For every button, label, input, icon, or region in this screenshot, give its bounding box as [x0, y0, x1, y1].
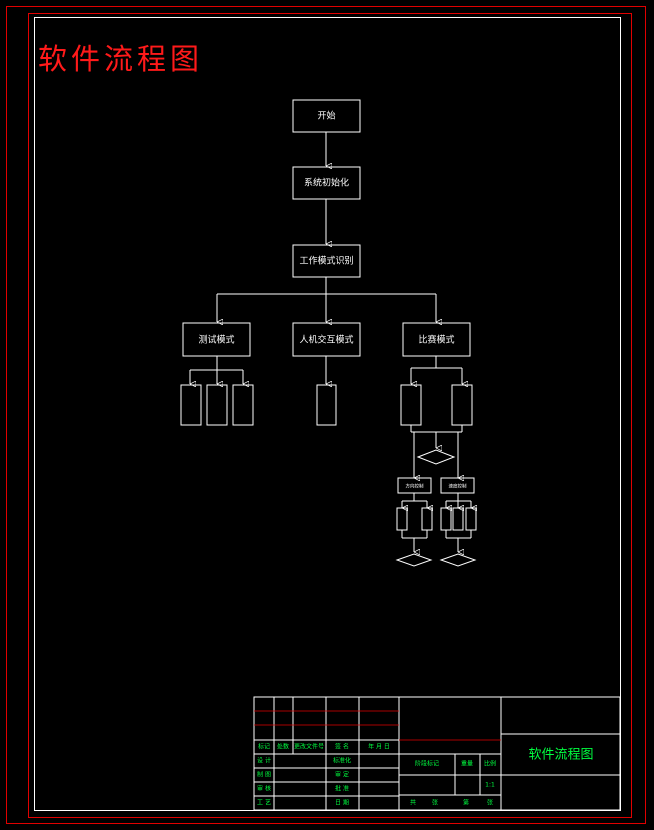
tb-header-sign: 签 名	[335, 743, 349, 751]
node-dir-sub-1	[396, 507, 408, 531]
tb-header-doc: 更改文件号	[294, 743, 324, 751]
tb-role2-date: 日 期	[335, 799, 349, 807]
label-mode-detect: 工作模式识别	[299, 255, 353, 267]
tb-role2-approve: 审 定	[335, 771, 349, 779]
node-speed-sub-3	[465, 507, 477, 531]
node-race-sub-2	[451, 384, 473, 426]
tb-role-design: 设 计	[257, 757, 271, 765]
page-title: 软件流程图	[38, 42, 204, 76]
inner-border	[28, 13, 632, 818]
tb-header-mark: 标记	[258, 743, 270, 751]
label-init: 系统初始化	[304, 177, 349, 189]
label-direction-ctrl: 方向控制	[406, 483, 424, 490]
label-race-mode: 比赛模式	[418, 334, 454, 346]
node-test-sub-2	[206, 384, 228, 426]
tb-sheet-4: 张	[487, 799, 493, 807]
outer-border	[6, 6, 646, 824]
node-test-sub-3	[232, 384, 254, 426]
tb-weight-label: 重量	[461, 760, 473, 768]
tb-sheet-3: 第	[463, 799, 469, 807]
decision-speed	[439, 553, 477, 567]
tb-sheet-1: 共	[410, 799, 416, 807]
tb-drawing-name: 软件流程图	[528, 748, 593, 763]
label-speed-ctrl: 速度控制	[449, 483, 467, 490]
node-speed-sub-1	[440, 507, 452, 531]
tb-stage-label: 阶段标记	[415, 760, 439, 768]
node-race-sub-1	[400, 384, 422, 426]
node-dir-sub-2	[421, 507, 433, 531]
tb-scale-label: 比例	[484, 760, 496, 768]
node-speed-sub-2	[452, 507, 464, 531]
tb-header-date: 年 月 日	[368, 743, 390, 751]
tb-sheet-2: 张	[432, 799, 438, 807]
tb-header-count: 处数	[277, 743, 289, 751]
decision-dir	[395, 553, 433, 567]
label-hci-mode: 人机交互模式	[299, 334, 353, 346]
tb-role-process: 工 艺	[257, 799, 271, 807]
label-test-mode: 测试模式	[198, 334, 234, 346]
tb-role-review: 审 核	[257, 785, 271, 793]
title-block	[253, 696, 621, 811]
tb-role-draw: 制 图	[257, 771, 271, 779]
tb-role2-ratify: 批 准	[335, 785, 349, 793]
tb-role2-std: 标准化	[333, 757, 351, 765]
decision-race	[416, 449, 456, 465]
tb-scale-value: 1:1	[485, 782, 495, 789]
label-start: 开始	[317, 110, 335, 122]
node-hci-sub	[316, 384, 337, 426]
node-test-sub-1	[180, 384, 202, 426]
